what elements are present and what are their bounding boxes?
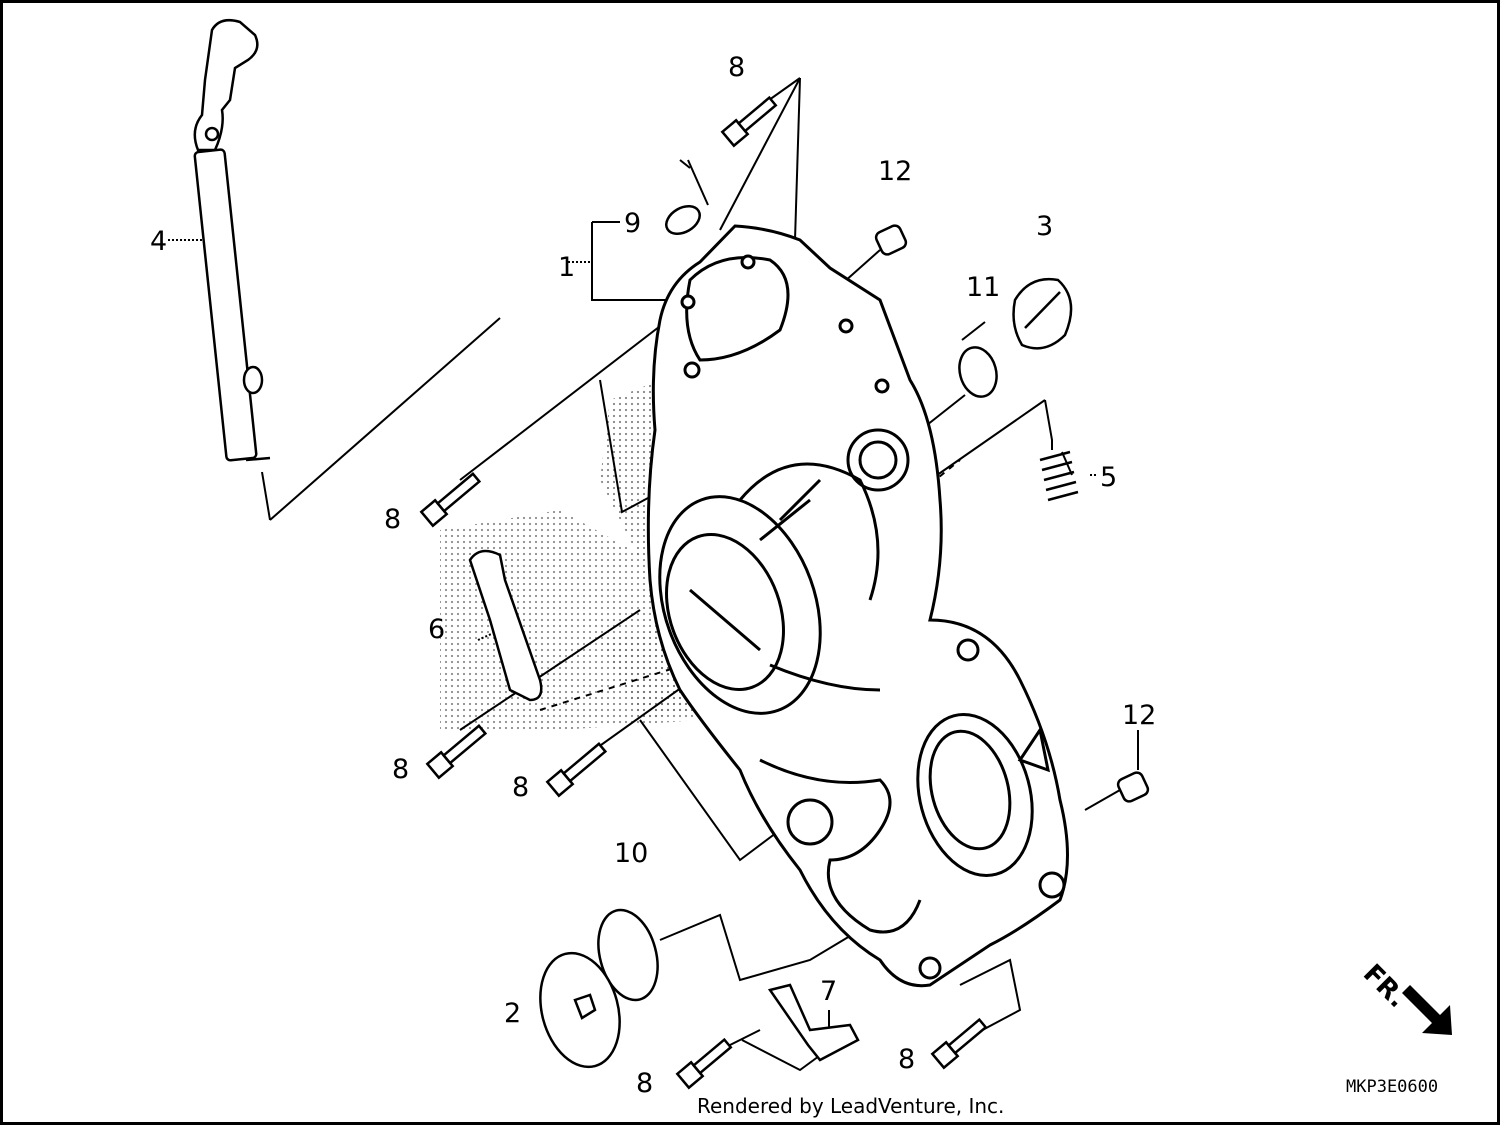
callout-8-bottom: 8	[636, 1068, 653, 1099]
part-seal	[665, 205, 701, 235]
clutch-cover	[646, 224, 1069, 988]
callout-10: 10	[614, 838, 648, 869]
bolt-parts	[419, 95, 988, 1090]
part-oil-cap	[1012, 277, 1073, 350]
callout-numbers: 1 2 3 4 5 6 7 8 8 8 8 8 8 9 10 11 12 12	[150, 52, 1156, 1099]
callout-8-bottom-right: 8	[898, 1044, 915, 1075]
part-dowel-upper	[874, 224, 908, 256]
part-oring-large	[597, 908, 659, 1002]
direction-label: FR.	[1357, 959, 1412, 1014]
diagram-code: MKP3E0600	[1346, 1077, 1438, 1097]
callout-8-top: 8	[728, 52, 745, 83]
callout-7: 7	[820, 976, 837, 1007]
callout-4: 4	[150, 226, 167, 257]
callout-8-upper-left: 8	[384, 504, 401, 535]
callout-2: 2	[504, 998, 521, 1029]
callout-12-upper: 12	[878, 156, 912, 187]
callout-1: 1	[558, 252, 575, 283]
part-oring-small	[958, 346, 998, 398]
credit-text: Rendered by LeadVenture, Inc.	[697, 1094, 1004, 1118]
front-direction-arrow: FR.	[1357, 959, 1452, 1035]
part-bracket-6	[468, 549, 543, 702]
callout-5: 5	[1100, 462, 1117, 493]
small-parts	[468, 205, 1150, 1069]
part-bracket-7	[767, 983, 860, 1062]
callout-6: 6	[428, 614, 445, 645]
callout-12-lower: 12	[1122, 700, 1156, 731]
part-dowel-lower	[1116, 771, 1150, 803]
part-spring	[1039, 450, 1079, 502]
part-rod	[193, 19, 271, 462]
callout-3: 3	[1036, 211, 1053, 242]
callout-9: 9	[624, 208, 641, 239]
callout-8-lower-left: 8	[392, 754, 409, 785]
callout-11: 11	[966, 272, 1000, 303]
callout-8-mid: 8	[512, 772, 529, 803]
